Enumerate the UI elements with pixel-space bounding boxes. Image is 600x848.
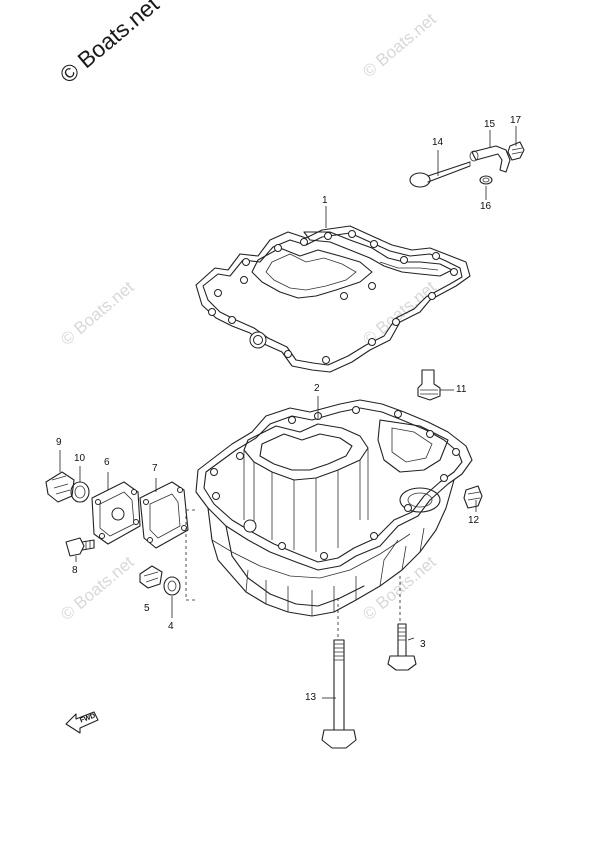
callout-5: 5 (144, 603, 150, 614)
o-ring-part-16 (479, 175, 493, 185)
o-ring-inner-part-16 (482, 177, 490, 183)
gasket-part-1 (195, 225, 471, 373)
plug-part-12 (463, 485, 483, 509)
dipstick-part-14 (409, 161, 471, 188)
washer-inner-part-4 (167, 580, 177, 592)
callout-3: 3 (420, 639, 426, 650)
callout-1: 1 (322, 195, 328, 206)
washer-part-4 (163, 576, 181, 596)
callout-6: 6 (104, 457, 110, 468)
bolt-part-17 (507, 141, 525, 161)
ring-part-10 (70, 481, 90, 503)
guide-tube-part-15 (469, 145, 511, 173)
bolt-part-13 (321, 639, 357, 749)
ring-inner-part-10 (74, 485, 86, 499)
callout-13: 13 (305, 692, 317, 703)
callout-10: 10 (74, 453, 86, 464)
callout-17: 17 (510, 115, 522, 126)
gasket-plate-part-7 (139, 481, 189, 549)
cap-part-9 (45, 471, 75, 503)
cover-part-6 (91, 481, 141, 545)
callout-9: 9 (56, 437, 62, 448)
bolt-part-8 (65, 537, 95, 557)
callout-12: 12 (468, 515, 480, 526)
callout-2: 2 (314, 383, 320, 394)
bolt-part-3 (387, 623, 417, 671)
callout-8: 8 (72, 565, 78, 576)
callout-14: 14 (432, 137, 444, 148)
callout-15: 15 (484, 119, 496, 130)
plug-part-5 (139, 565, 163, 589)
callout-4: 4 (168, 621, 174, 632)
callout-11: 11 (456, 384, 467, 395)
oil-pan-part-2 (195, 399, 473, 617)
callout-16: 16 (480, 201, 492, 212)
forward-direction-arrow-icon (65, 711, 99, 734)
callout-7: 7 (152, 463, 158, 474)
fitting-part-11 (417, 369, 441, 401)
